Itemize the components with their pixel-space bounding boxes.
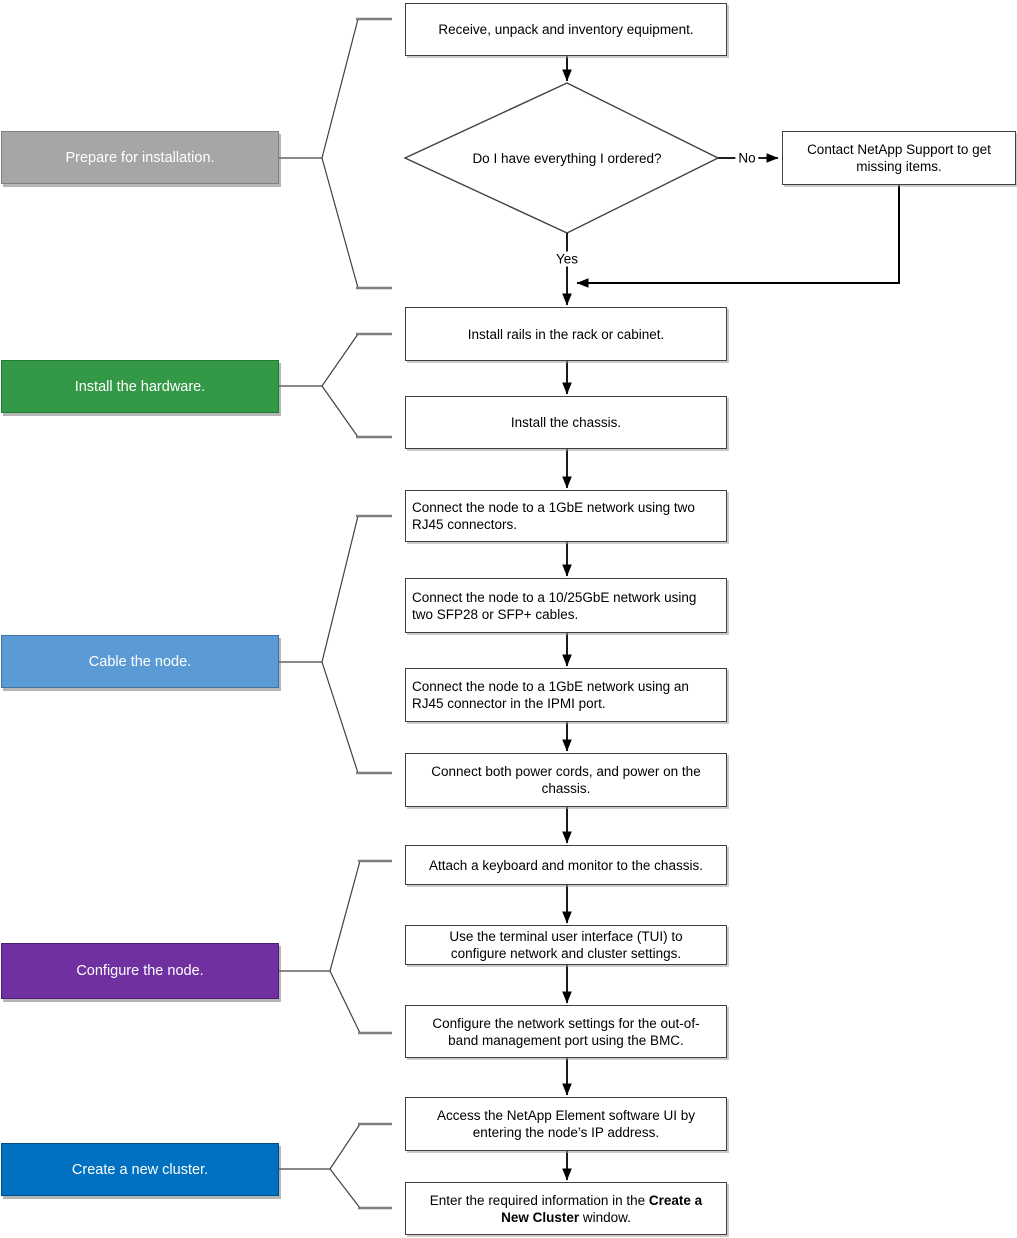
step-text: Connect both power cords, and power on t… <box>431 764 701 779</box>
step-box-attach-keyboard: Attach a keyboard and monitor to the cha… <box>405 845 727 885</box>
phase-bracket <box>278 860 361 1034</box>
step-text: RJ45 connectors. <box>412 517 518 532</box>
step-text: Use the terminal user interface (TUI) to <box>449 929 683 944</box>
step-box-receive-equipment: Receive, unpack and inventory equipment. <box>405 3 727 56</box>
step-text: chassis. <box>541 781 591 796</box>
step-box-connect-1gbe: Connect the node to a 1GbE network using… <box>405 490 727 542</box>
step-box-connect-10-25gbe: Connect the node to a 10/25GbE network u… <box>405 578 727 633</box>
step-text-bold: Create a <box>648 1192 703 1208</box>
step-text: configure network and cluster settings. <box>450 946 682 961</box>
phase-box-cable-node: Cable the node. <box>1 635 279 688</box>
step-text-normal: window. <box>579 1209 631 1225</box>
step-text: Access the NetApp Element software UI by <box>436 1108 696 1123</box>
step-box-connect-ipmi: Connect the node to a 1GbE network using… <box>405 668 727 722</box>
bracket-tip <box>358 859 392 1035</box>
step-box-install-chassis: Install the chassis. <box>405 396 727 449</box>
step-text: missing items. <box>856 159 942 174</box>
step-text: Enter the required information in the Cr… <box>430 1192 702 1209</box>
phase-brackets <box>278 18 361 1209</box>
phase-bracket-tips <box>356 17 392 1210</box>
step-text: Install the chassis. <box>510 415 622 430</box>
step-box-configure-bmc: Configure the network settings for the o… <box>405 1005 727 1058</box>
bracket-tip <box>356 332 392 439</box>
decision-question: Do I have everything I ordered? <box>472 150 662 166</box>
step-text: entering the node’s IP address. <box>472 1125 660 1140</box>
phase-bracket <box>279 515 359 774</box>
phase-bracket <box>279 18 359 289</box>
step-text-normal: Enter the required information in the <box>429 1192 649 1208</box>
phase-box-prepare: Prepare for installation. <box>1 131 279 184</box>
step-text: Configure the network settings for the o… <box>432 1015 700 1031</box>
step-box-contact-support: Contact NetApp Support to get missing it… <box>782 131 1016 185</box>
step-text: Connect the node to a 1GbE network using… <box>412 679 689 694</box>
step-text-bold: New Cluster <box>501 1209 580 1225</box>
phase-box-create-cluster: Create a new cluster. <box>1 1143 279 1196</box>
step-text: two SFP28 or SFP+ cables. <box>412 606 579 622</box>
step-text: Contact NetApp Support to get <box>807 142 991 157</box>
phase-bracket <box>278 1123 361 1209</box>
phase-bracket <box>279 333 359 438</box>
bracket-tip <box>358 1122 392 1210</box>
step-text: Connect the node to a 10/25GbE network u… <box>412 589 697 605</box>
feedback-connector <box>576 185 900 288</box>
phase-box-configure-node: Configure the node. <box>1 943 279 999</box>
bracket-tip <box>356 514 392 775</box>
step-text: Connect the node to a 1GbE network using… <box>412 500 695 515</box>
step-box-enter-cluster-info: Enter the required information in the Cr… <box>405 1182 727 1235</box>
step-text: New Cluster window. <box>501 1209 631 1226</box>
step-box-access-element-ui: Access the NetApp Element software UI by… <box>405 1097 727 1151</box>
bracket-tip <box>356 17 392 290</box>
step-box-connect-power: Connect both power cords, and power on t… <box>405 753 727 807</box>
branch-label-yes: Yes <box>552 251 582 267</box>
step-text: Attach a keyboard and monitor to the cha… <box>429 857 703 873</box>
branch-label-no: No <box>735 150 759 166</box>
phase-box-install-hardware: Install the hardware. <box>1 360 279 413</box>
step-box-install-rails: Install rails in the rack or cabinet. <box>405 307 727 361</box>
step-text: RJ45 connector in the IPMI port. <box>412 696 606 711</box>
step-text: Receive, unpack and inventory equipment. <box>438 22 694 37</box>
step-text: band management port using the BMC. <box>448 1032 684 1048</box>
flow-arrows <box>562 56 900 1181</box>
step-box-use-tui: Use the terminal user interface (TUI) to… <box>405 925 727 965</box>
step-text: Install rails in the rack or cabinet. <box>467 326 665 342</box>
